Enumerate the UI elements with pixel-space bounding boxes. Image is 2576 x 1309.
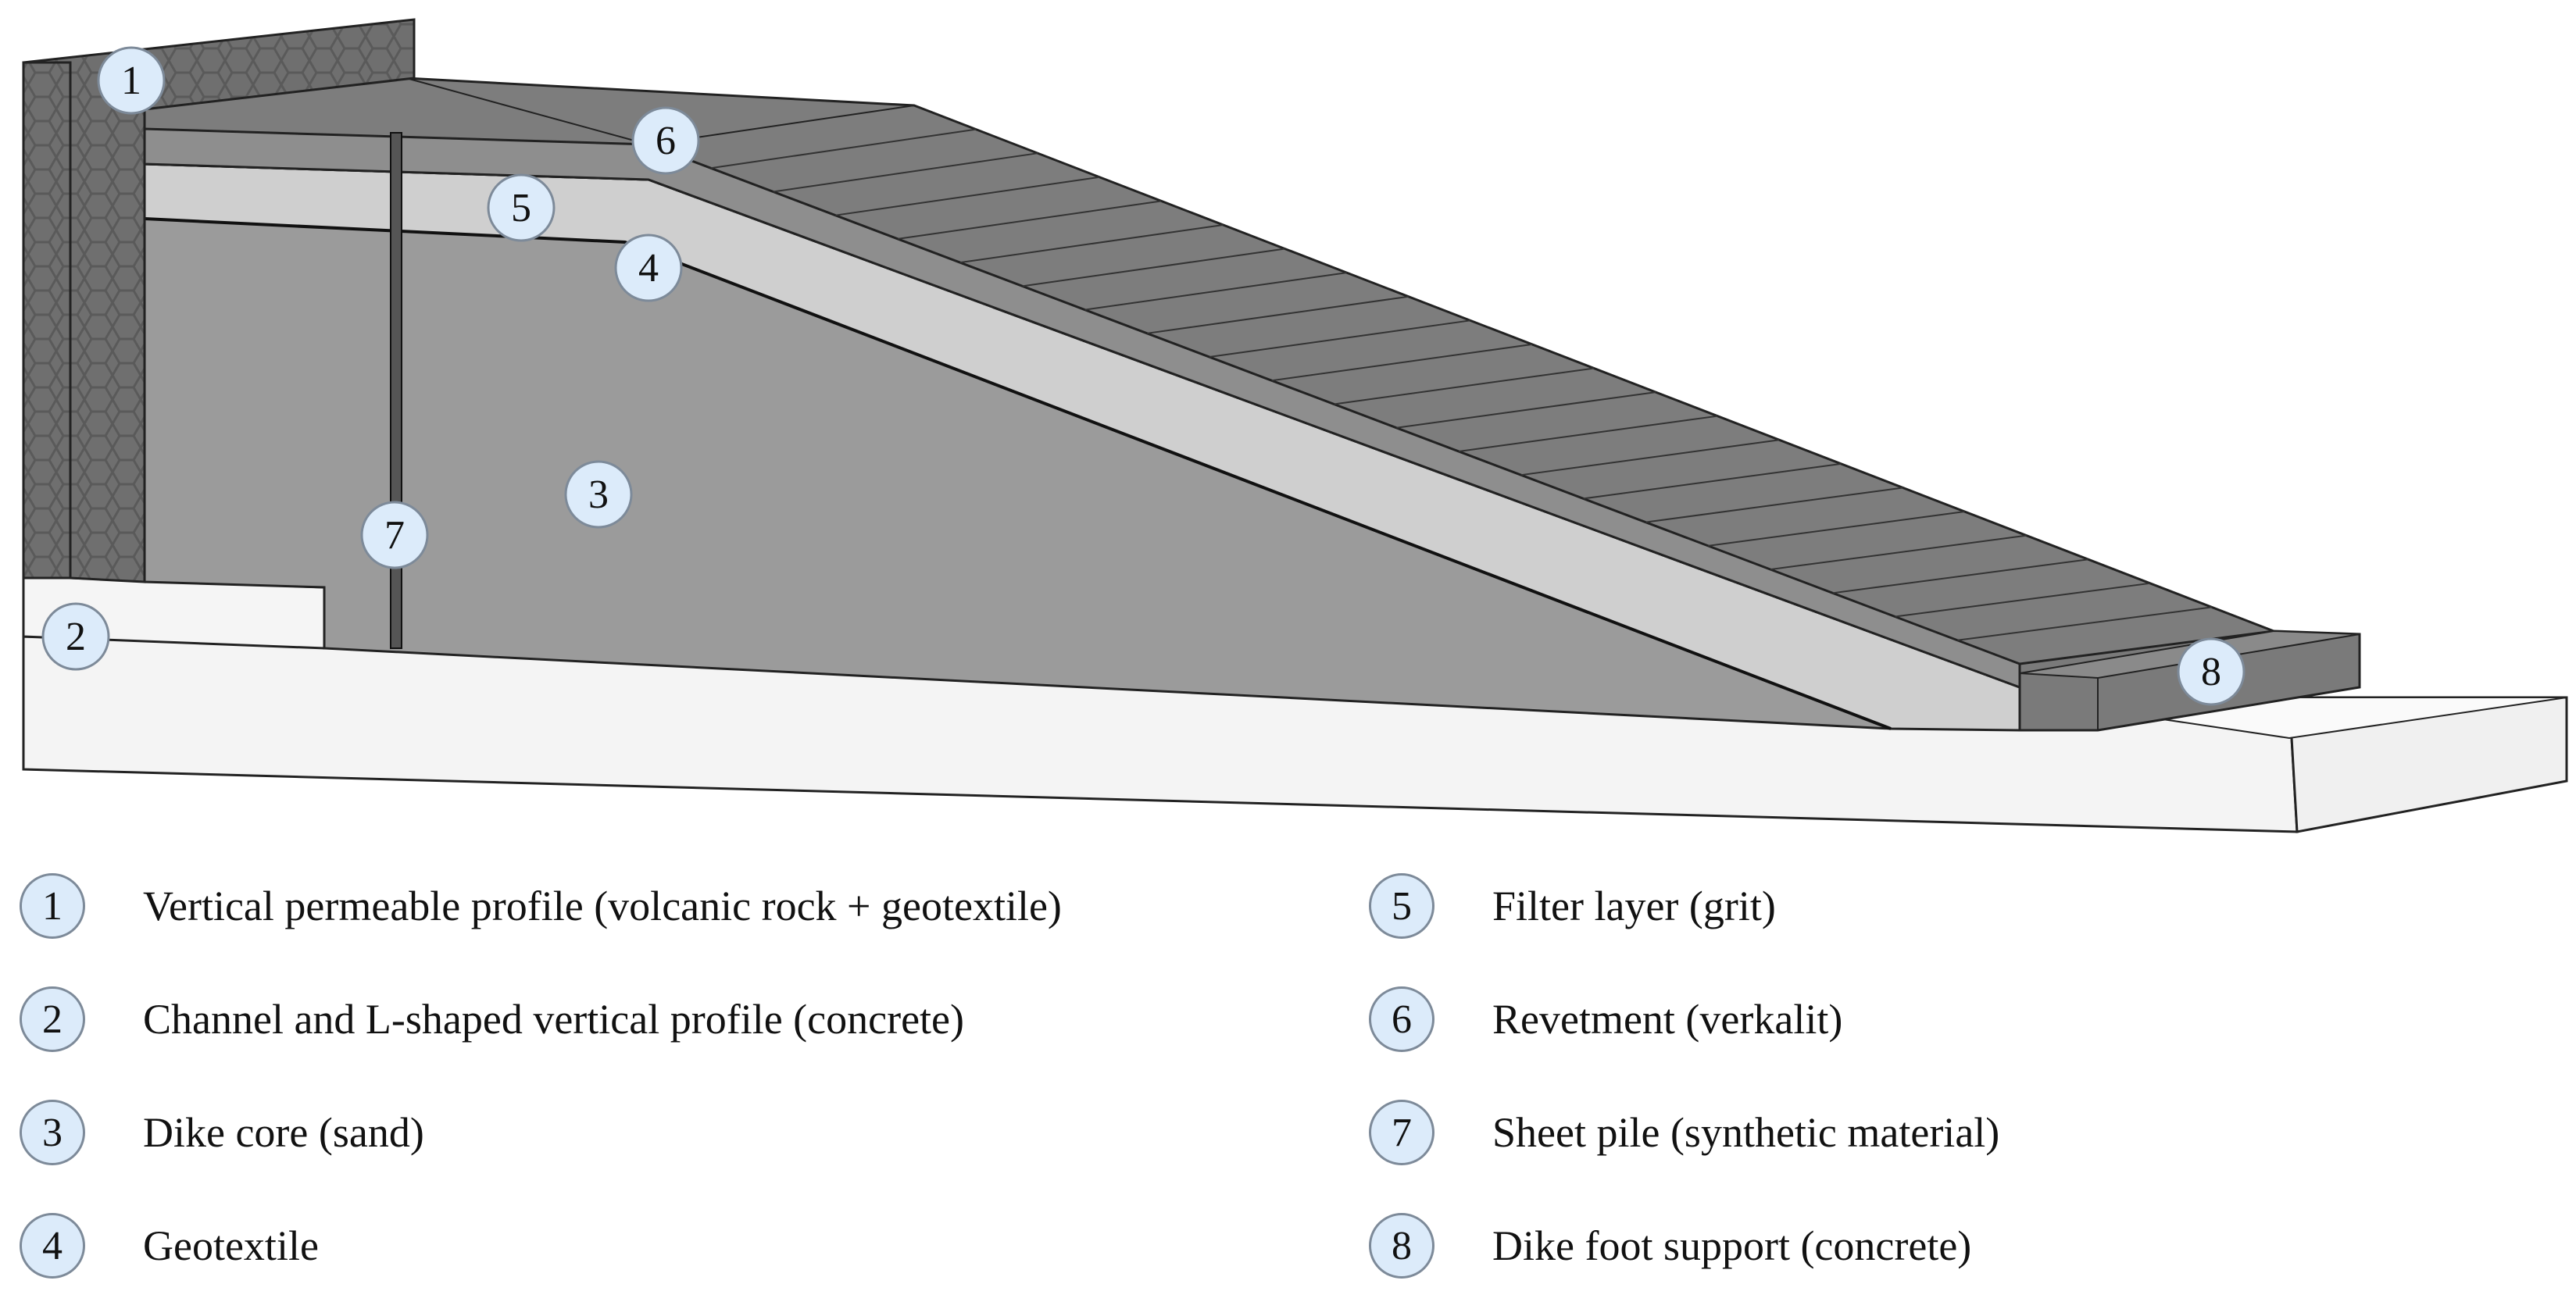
revetment-block-line xyxy=(1396,391,1656,429)
legend-number: 8 xyxy=(1369,1213,1434,1279)
svg-text:5: 5 xyxy=(511,186,531,230)
revetment-block-line xyxy=(1645,487,1903,523)
legend-label: Sheet pile (synthetic material) xyxy=(1492,1109,2000,1156)
revetment-block-line xyxy=(1022,248,1285,287)
callout-1: 1 xyxy=(97,46,166,115)
svg-text:7: 7 xyxy=(384,513,405,558)
revetment-block-line xyxy=(1271,343,1533,382)
revetment-block-line xyxy=(1957,606,2213,641)
legend-item-4: 4 Geotextile xyxy=(20,1207,319,1285)
legend-number: 4 xyxy=(20,1213,85,1279)
legend-item-3: 3 Dike core (sand) xyxy=(20,1093,424,1172)
revetment-block-line xyxy=(1147,295,1409,334)
legend-label: Channel and L-shaped vertical profile (c… xyxy=(143,996,964,1043)
legend-number: 2 xyxy=(20,986,85,1052)
legend-number: 1 xyxy=(20,873,85,939)
revetment-block-line xyxy=(710,128,977,169)
svg-text:3: 3 xyxy=(588,473,609,517)
revetment-block-line xyxy=(1708,511,1965,547)
svg-text:4: 4 xyxy=(638,246,659,291)
vertical-permeable-profile xyxy=(22,18,416,583)
legend-label: Revetment (verkalit) xyxy=(1492,996,1843,1043)
revetment-block-line xyxy=(1209,319,1470,358)
svg-text:2: 2 xyxy=(66,615,86,659)
legend-label: Dike core (sand) xyxy=(143,1109,424,1156)
revetment-block-line xyxy=(1520,439,1780,476)
callout-5: 5 xyxy=(487,173,556,242)
revetment-block-line xyxy=(1334,367,1595,405)
legend-item-7: 7 Sheet pile (synthetic material) xyxy=(1369,1093,1999,1172)
legend-number: 5 xyxy=(1369,873,1434,939)
revetment-block-line xyxy=(1770,534,2027,571)
legend-item-1: 1 Vertical permeable profile (volcanic r… xyxy=(20,867,1062,945)
legend-item-2: 2 Channel and L-shaped vertical profile … xyxy=(20,980,964,1058)
legend: 1 Vertical permeable profile (volcanic r… xyxy=(0,867,2576,1304)
revetment-block-line xyxy=(773,152,1038,193)
legend-label: Filter layer (grit) xyxy=(1492,883,1776,929)
revetment-block-line xyxy=(1895,582,2150,618)
callout-8: 8 xyxy=(2177,637,2246,706)
callout-4: 4 xyxy=(614,234,683,302)
svg-text:1: 1 xyxy=(121,59,141,103)
legend-number: 6 xyxy=(1369,986,1434,1052)
legend-item-6: 6 Revetment (verkalit) xyxy=(1369,980,1842,1058)
revetment-block-line xyxy=(1084,272,1347,311)
revetment-block-line xyxy=(835,176,1100,216)
dike-cross-section-diagram: 1 2 3 4 5 6 7 8 xyxy=(22,18,2568,833)
revetment-block-line xyxy=(959,223,1224,264)
legend-item-5: 5 Filter layer (grit) xyxy=(1369,867,1776,945)
legend-number: 3 xyxy=(20,1100,85,1165)
revetment-block-line xyxy=(1458,415,1718,452)
svg-text:8: 8 xyxy=(2201,650,2221,694)
callout-7: 7 xyxy=(360,501,429,569)
legend-label: Dike foot support (concrete) xyxy=(1492,1222,1972,1269)
legend-number: 7 xyxy=(1369,1100,1434,1165)
callout-2: 2 xyxy=(41,602,110,671)
revetment-block-line xyxy=(1832,558,2088,594)
callout-6: 6 xyxy=(631,106,700,175)
callout-3: 3 xyxy=(564,460,633,529)
revetment-block-line xyxy=(1583,462,1842,500)
geotextile-line xyxy=(144,217,1892,730)
legend-label: Vertical permeable profile (volcanic roc… xyxy=(143,883,1062,929)
legend-label: Geotextile xyxy=(143,1222,319,1269)
svg-text:6: 6 xyxy=(656,119,676,163)
revetment-block-line xyxy=(897,200,1162,240)
sheet-pile xyxy=(390,132,402,649)
legend-item-8: 8 Dike foot support (concrete) xyxy=(1369,1207,1971,1285)
